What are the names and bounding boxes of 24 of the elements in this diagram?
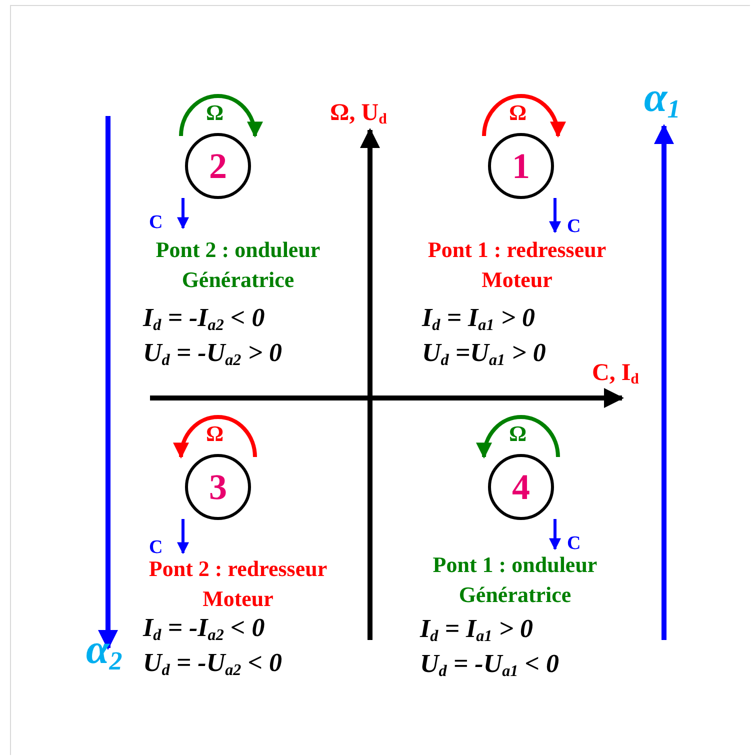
omega-label: Ω xyxy=(206,100,224,126)
equation: U$_{d}$ = -U$_{a2}$ < 0 xyxy=(143,648,282,680)
numbered-circle: 2 xyxy=(185,133,251,199)
numbered-circle: 3 xyxy=(185,454,251,520)
torque-label: C xyxy=(149,212,163,234)
numbered-circle: 1 xyxy=(488,133,554,199)
equation: I$_{d}$ = I$_{a1}$ > 0 xyxy=(422,303,536,336)
equation: I$_{d}$ = -I$_{a2}$ < 0 xyxy=(143,613,265,646)
angle-label: α$_{2}$ xyxy=(86,626,122,676)
numbered-circle: 4 xyxy=(488,454,554,520)
equation: U$_{d}$ = -U$_{a2}$ > 0 xyxy=(143,338,282,370)
omega-label: Ω xyxy=(509,421,527,447)
equation: U$_{d}$ = -U$_{a1}$ < 0 xyxy=(420,649,560,682)
omega-label: Ω xyxy=(509,100,527,126)
equation: U$_{d}$ =U$_{a1}$ > 0 xyxy=(422,338,546,370)
equation: I$_{d}$ = -I$_{a2}$ < 0 xyxy=(143,303,265,336)
equation: I$_{d}$ = I$_{a1}$ > 0 xyxy=(420,614,534,646)
mode-label: Pont 1 : redresseur Moteur xyxy=(426,236,608,294)
angle-label: α$_{1}$ xyxy=(644,74,680,124)
mode-label: Pont 2 : onduleur Génératrice xyxy=(154,236,322,294)
axis-label: C, I$_{d}$ xyxy=(592,360,639,389)
omega-label: Ω xyxy=(206,421,224,447)
torque-label: C xyxy=(567,216,581,238)
axis-label: Ω, U$_{d}$ xyxy=(330,100,387,129)
